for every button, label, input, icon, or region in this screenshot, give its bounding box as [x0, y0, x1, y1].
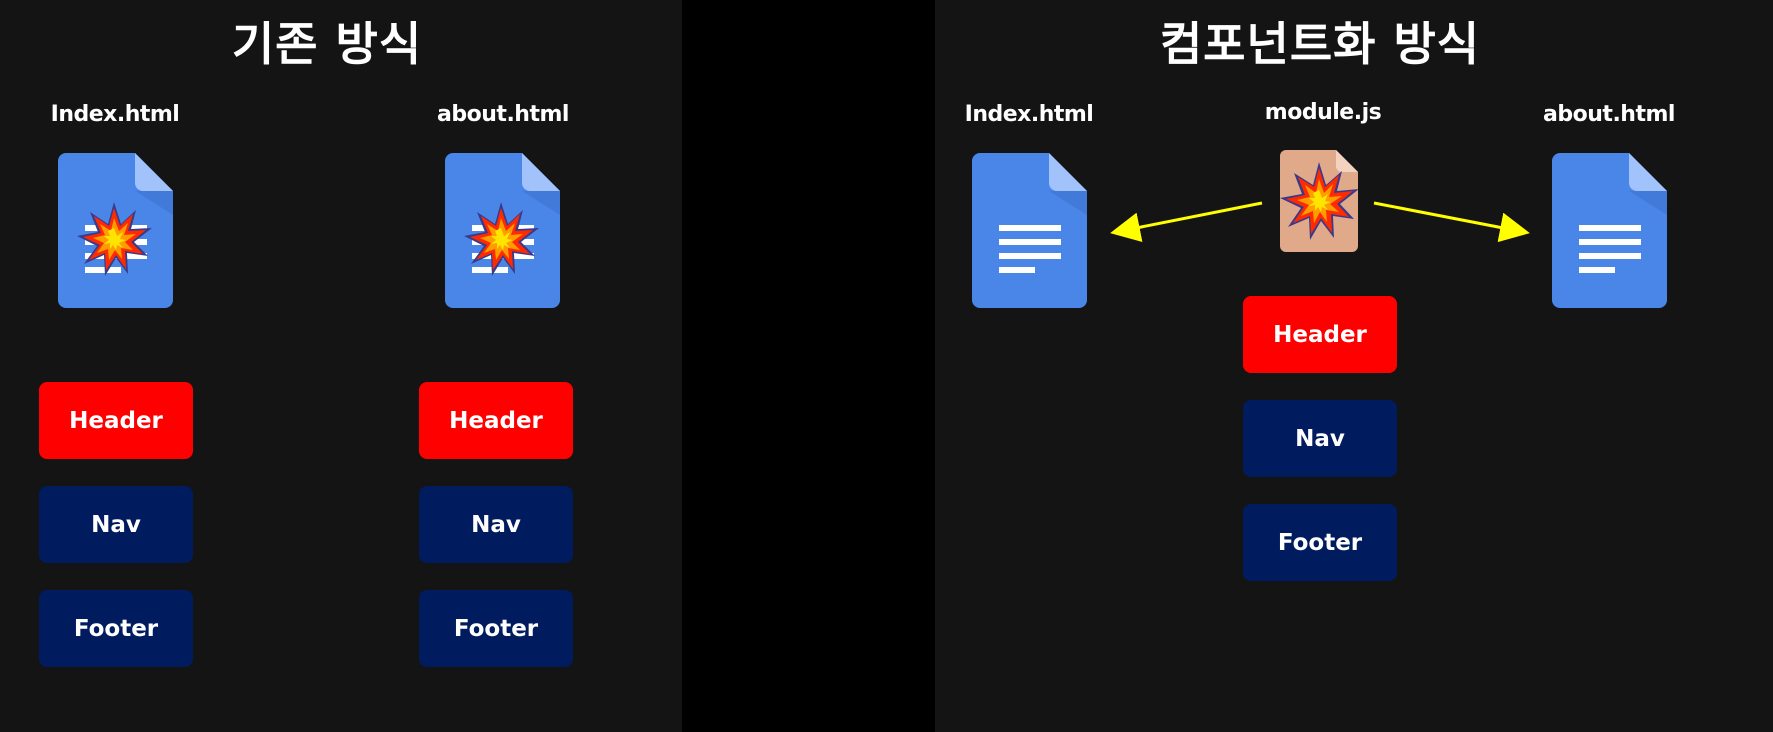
- explosion-icon: [77, 202, 152, 276]
- component-index-document-icon: [972, 153, 1087, 308]
- legacy-about-label: about.html: [437, 102, 569, 127]
- module-nav-block: Nav: [1243, 400, 1397, 477]
- legacy-about-footer-block: Footer: [419, 590, 573, 667]
- legacy-index-footer-block: Footer: [39, 590, 193, 667]
- legacy-index-nav-block: Nav: [39, 486, 193, 563]
- legacy-index-label: Index.html: [50, 102, 180, 127]
- legacy-title: 기존 방식: [231, 17, 423, 71]
- legacy-index-document-icon: [58, 153, 173, 308]
- explosion-icon: [1280, 162, 1358, 240]
- legacy-about-header-block: Header: [419, 382, 573, 459]
- component-module-label: module.js: [1264, 100, 1382, 125]
- component-index-label: Index.html: [964, 102, 1094, 127]
- component-about-label: about.html: [1543, 102, 1675, 127]
- legacy-index-header-block: Header: [39, 382, 193, 459]
- component-title: 컴포넌트화 방식: [1159, 17, 1481, 71]
- explosion-icon: [464, 202, 539, 276]
- module-header-block: Header: [1243, 296, 1397, 373]
- module-footer-block: Footer: [1243, 504, 1397, 581]
- legacy-about-document-icon: [445, 153, 560, 308]
- module-file-icon: [1280, 150, 1358, 252]
- legacy-about-nav-block: Nav: [419, 486, 573, 563]
- component-about-document-icon: [1552, 153, 1667, 308]
